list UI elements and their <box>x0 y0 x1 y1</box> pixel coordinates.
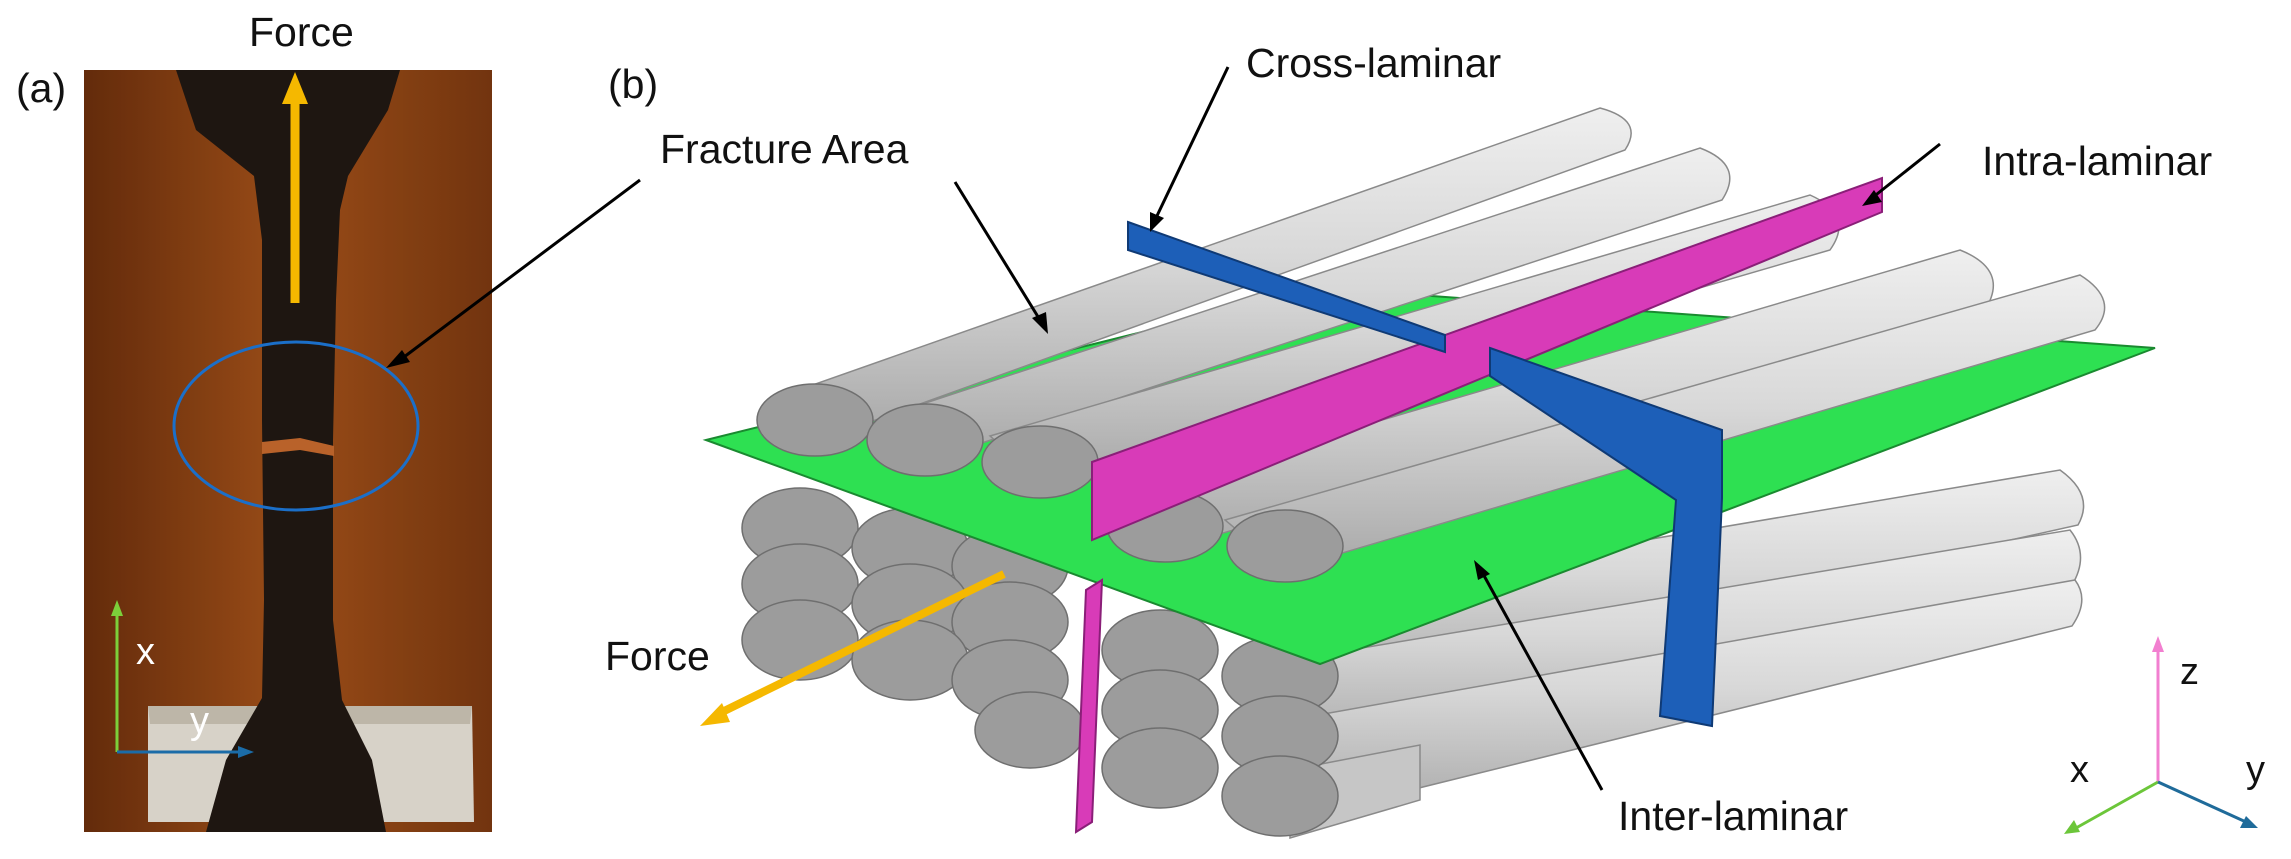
photo-axes <box>111 600 254 758</box>
cross-laminar-label: Cross-laminar <box>1246 40 1501 86</box>
cross-laminar-leader <box>1153 66 1230 221</box>
intra-laminar-plane <box>1091 176 1883 542</box>
triad-z-label: z <box>2180 651 2199 693</box>
inter-laminar-label: Inter-laminar <box>1618 793 1848 839</box>
fracture-area-leader-a <box>399 178 641 362</box>
triad-x-label: x <box>2070 749 2089 791</box>
cross-laminar-plane-front <box>1489 346 1723 728</box>
panel-a-force-label: Force <box>249 9 354 55</box>
panel-b-label: (b) <box>608 61 658 107</box>
panel-b: (b) <box>386 40 2265 840</box>
panel-b-force-label: Force <box>605 633 710 679</box>
triad-y-label: y <box>2246 749 2265 791</box>
panel-a-label: (a) <box>16 65 66 111</box>
axis-triad <box>2064 636 2258 834</box>
fracture-area-label: Fracture Area <box>660 126 909 172</box>
intra-laminar-leader <box>1871 142 1941 200</box>
fracture-area-circle <box>172 340 420 512</box>
force-arrow-b <box>700 570 1006 726</box>
upper-fiber-ends <box>756 383 1344 583</box>
cross-laminar-plane-back <box>1127 220 1446 354</box>
force-arrow-a <box>282 72 308 303</box>
intra-laminar-plane-lower <box>1074 578 1104 834</box>
panel-a: (a) Force x y <box>16 9 492 832</box>
inter-laminar-leader <box>1480 571 1604 791</box>
intra-laminar-label: Intra-laminar <box>1982 138 2212 184</box>
photo-axis-y-label: y <box>190 700 209 742</box>
fracture-area-leader-b <box>953 181 1042 321</box>
fiber-bundle <box>702 107 2156 840</box>
specimen-photo <box>84 70 492 832</box>
photo-axis-x-label: x <box>136 631 155 673</box>
